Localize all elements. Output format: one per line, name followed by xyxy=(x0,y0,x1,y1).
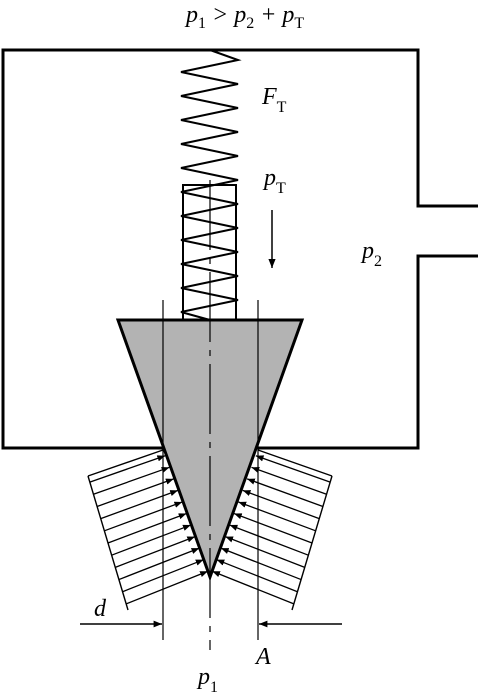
pressure-arrow xyxy=(115,535,196,568)
pressure-arrow xyxy=(220,547,302,581)
pressure-arrow xyxy=(233,512,313,544)
spring-pressure-label: pT xyxy=(262,165,286,197)
pressure-arrows-right xyxy=(211,449,333,611)
pressure-arrow xyxy=(255,455,331,483)
pressure-arrow xyxy=(118,547,200,581)
valve-housing xyxy=(1,48,478,450)
pressure-arrows-left xyxy=(87,449,209,611)
inlet-pressure-label: p1 xyxy=(196,664,218,696)
pressure-arrow xyxy=(242,489,320,520)
pressure-arrow xyxy=(89,455,166,483)
pressure-arrow xyxy=(251,466,327,495)
area-label: A xyxy=(254,644,271,670)
pressure-arrow xyxy=(238,501,316,532)
pressure-arrow xyxy=(246,478,324,508)
pressure-arrow xyxy=(93,466,170,495)
spring-force-label: FT xyxy=(261,84,287,116)
pressure-arrow xyxy=(111,524,192,556)
pressure-arrow xyxy=(100,489,179,520)
pressure-arrow xyxy=(225,535,305,568)
pressure-condition-label: p1 > p2 + pT xyxy=(184,2,304,32)
chamber-pressure-label: p2 xyxy=(360,238,382,270)
pressure-arrow xyxy=(104,501,183,532)
pressure-arrow xyxy=(229,524,309,556)
pressure-arrow xyxy=(125,570,209,605)
pressure-arrow xyxy=(122,559,204,593)
seat-diameter-label: d xyxy=(94,596,107,622)
pressure-arrow xyxy=(211,570,295,605)
pressure-arrow xyxy=(216,559,298,593)
pressure-arrow xyxy=(107,512,187,544)
pressure-arrow xyxy=(96,478,174,508)
